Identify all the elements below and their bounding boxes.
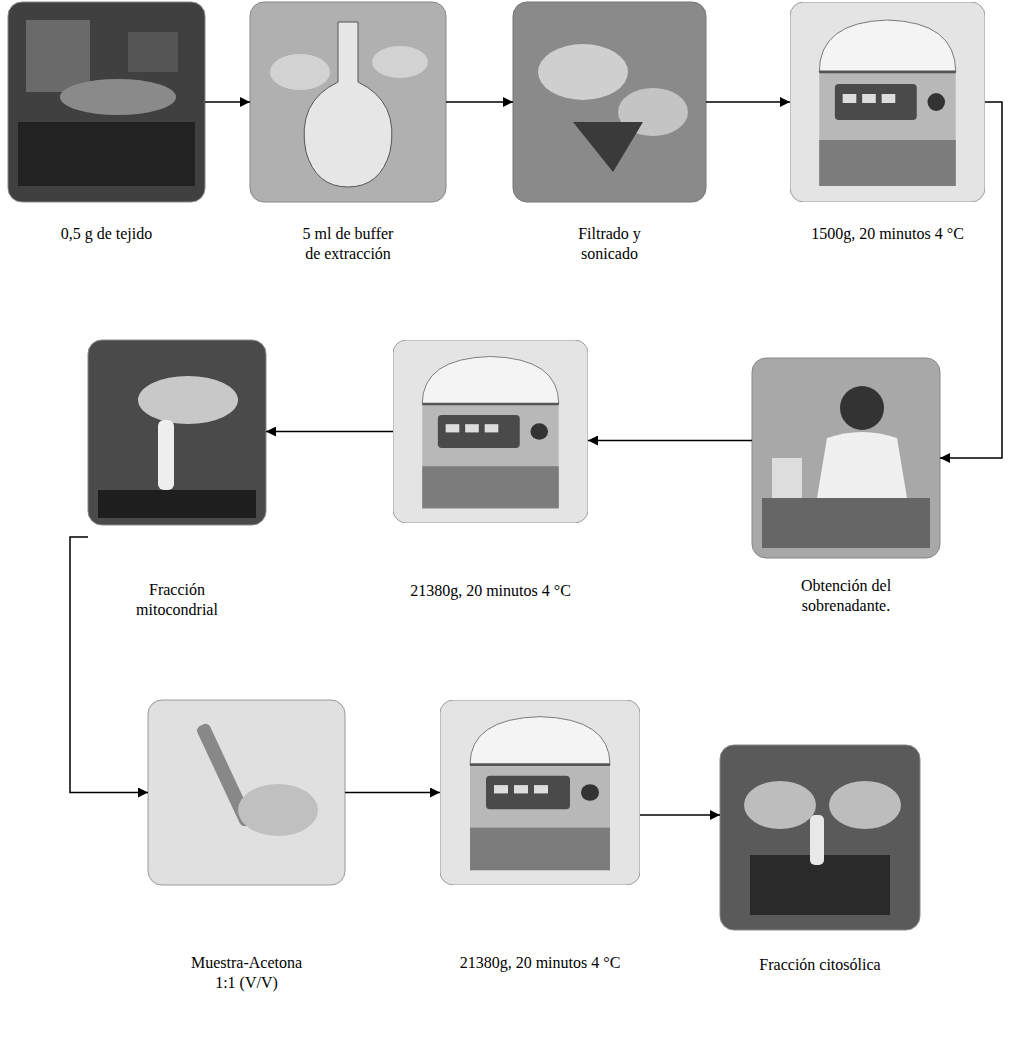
flow-arrow (706, 101, 790, 103)
process-step: 21380g, 20 minutos 4 °C (393, 340, 588, 601)
centrifuge-photo (440, 700, 640, 885)
flow-arrow (588, 440, 752, 442)
flow-arrow (640, 814, 720, 816)
buffer-photo (250, 2, 446, 202)
step-caption: Filtrado y sonicado (560, 224, 660, 264)
process-step: 1500g, 20 minutos 4 °C (790, 2, 985, 244)
process-step: Filtrado y sonicado (513, 2, 706, 264)
flow-arrow (266, 431, 393, 433)
process-step: 21380g, 20 minutos 4 °C (440, 700, 640, 973)
flow-arrow (446, 101, 513, 103)
process-step: 0,5 g de tejido (8, 2, 205, 244)
process-step: 5 ml de buffer de extracción (250, 2, 446, 264)
step-caption: 0,5 g de tejido (8, 224, 205, 244)
centrifuge-photo (393, 340, 588, 523)
mitochondrial-photo (88, 340, 266, 525)
bench-photo (752, 358, 940, 558)
process-step: Muestra-Acetona 1:1 (V/V) (148, 700, 345, 993)
acetone-photo (148, 700, 345, 885)
flow-arrow (70, 537, 148, 793)
step-caption: 21380g, 20 minutos 4 °C (440, 953, 640, 973)
step-caption: Fracción mitocondrial (122, 580, 232, 620)
centrifuge-photo (790, 2, 985, 202)
flow-arrow (205, 101, 250, 103)
step-caption: 1500g, 20 minutos 4 °C (790, 224, 985, 244)
flow-arrow (940, 102, 1002, 458)
process-step: Fracción citosólica (720, 745, 920, 975)
flow-arrow (345, 792, 440, 794)
step-caption: 21380g, 20 minutos 4 °C (393, 581, 588, 601)
tissue-photo (8, 2, 205, 202)
step-caption: Muestra-Acetona 1:1 (V/V) (182, 953, 312, 993)
process-step: Obtención del sobrenadante. (752, 358, 940, 616)
filter-photo (513, 2, 706, 202)
cytosolic-photo (720, 745, 920, 930)
process-step: Fracción mitocondrial (88, 340, 266, 620)
step-caption: Fracción citosólica (720, 955, 920, 975)
step-caption: 5 ml de buffer de extracción (298, 224, 398, 264)
step-caption: Obtención del sobrenadante. (776, 576, 916, 616)
